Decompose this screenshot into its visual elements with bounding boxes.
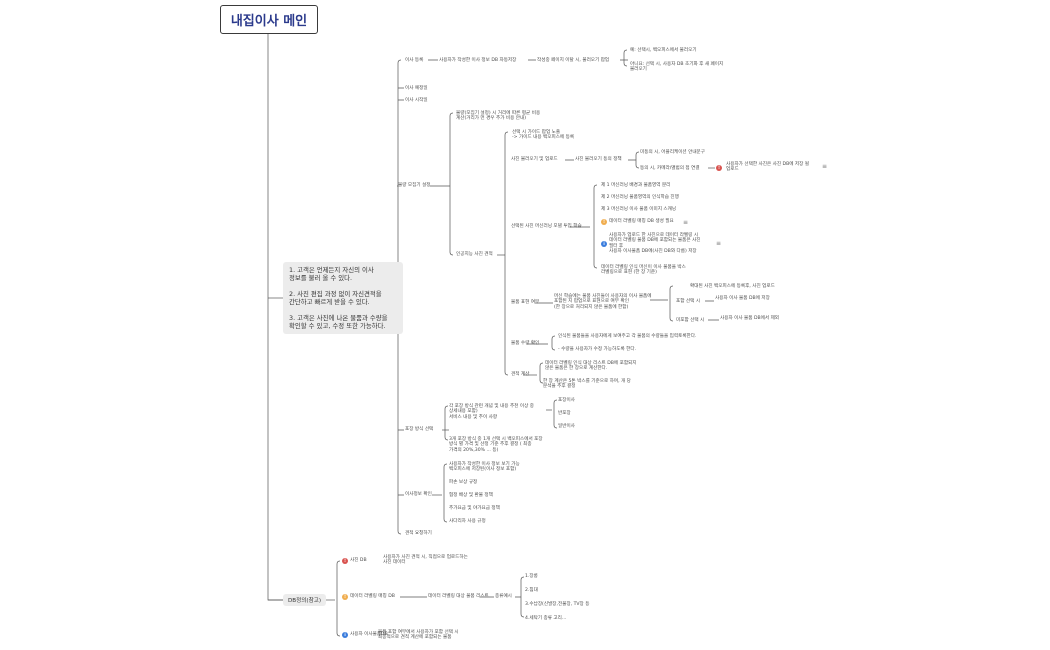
- node-p6b[interactable]: 한 장 계산은 5톤 박스를 기준으로 하며, 개 당 분석을 추후 결정: [543, 379, 631, 390]
- connector: [336, 560, 341, 637]
- red-status-icon: !: [716, 165, 722, 171]
- node-p5a[interactable]: 인식된 물품들을 사용자에게 보여주고 각 물품의 수량들을 입력토록한다.: [558, 334, 697, 339]
- node-p3[interactable]: 선택된 사진 머신러닝 모델 투입 학습: [511, 224, 582, 229]
- connector: [539, 362, 544, 384]
- node-p3b[interactable]: 제 2 머신러닝 물품영역의 인식학습 진행: [601, 195, 679, 200]
- node-m2[interactable]: 이사 예정일: [405, 86, 428, 91]
- node-m3[interactable]: 이사 시작일: [405, 98, 428, 103]
- node-m5e[interactable]: 3개 포장 방식 중 1개 선택 시 백오피스에서 포장 방식 별 가격 및 산…: [449, 437, 543, 453]
- note-icon[interactable]: ≡: [683, 219, 689, 226]
- node-p4e[interactable]: 미포함 선택 시: [676, 318, 705, 323]
- node-m1[interactable]: 이사 등록: [405, 58, 424, 63]
- connector: [520, 576, 525, 618]
- note-icon[interactable]: ≡: [716, 240, 722, 247]
- node-m6[interactable]: 이사정보 확인: [405, 492, 432, 497]
- node-m5c[interactable]: 반포장: [558, 411, 571, 416]
- node-m6c[interactable]: 협정 배상 및 환불 정책: [449, 493, 493, 498]
- node-p4a[interactable]: 머신 학습에는 물품 사진들이 사용자의 이사 물품에 포함된 지 팝업으로 표…: [554, 294, 652, 310]
- db-item-description: 사용자가 사진 견적 시, 직접으로 업로드하는 사진 데이터: [383, 555, 468, 566]
- db-item-label[interactable]: 사진 DB: [350, 558, 367, 563]
- db-example-hub[interactable]: 종류예시: [495, 594, 512, 599]
- db-item-label[interactable]: 사용자 이사물품DB: [350, 632, 388, 637]
- db-definition-label: DB정의(참고): [288, 598, 322, 604]
- node-p6[interactable]: 견적 계산: [511, 372, 530, 377]
- node-m1d[interactable]: 아니요: 선택 시, 사용자 DB 초기화 후 새 페이지 불러오기: [630, 62, 724, 73]
- yellow-status-icon: !: [601, 219, 607, 225]
- node-p2a[interactable]: 사진 불러오기 동의 정책: [575, 157, 622, 162]
- connector: [705, 300, 719, 321]
- node-m5[interactable]: 포장 방식 선택: [405, 427, 434, 432]
- node-p1[interactable]: 선택 시 가이드 팝업 노출 -> 가이드 내용 백오피스에 등록: [512, 130, 575, 141]
- node-m6a[interactable]: 사용자가 작성한 이사 정보 보기 가능 백오피스에 저장된(이사 정보 포함): [449, 462, 520, 473]
- node-p5b[interactable]: - 수량을 사용자가 수정 가능하도록 한다.: [558, 347, 637, 352]
- connector: [444, 405, 449, 441]
- node-m4b[interactable]: 인공지능 사진 견적: [456, 252, 493, 257]
- node-p2b[interactable]: 미동의 시, 어플리케이션 안내문구: [640, 150, 706, 155]
- db-red-icon: !: [342, 558, 348, 564]
- summary-box: 1. 고객은 언제든지 자신의 이사 정보를 불러 올 수 있다. 2. 사진 …: [283, 262, 403, 334]
- node-p4b[interactable]: 확대된 사진 백오피스에 등록후, 사진 업로드: [690, 284, 775, 289]
- connector: [635, 151, 640, 169]
- node-p4d[interactable]: 사용자 이사 물품 DB에 저장: [715, 296, 770, 301]
- connector: [397, 87, 404, 496]
- node-m4[interactable]: 물량 모집기 설정: [398, 183, 431, 188]
- node-m4a[interactable]: 물량(모집기 설정) 시 거리에 따른 평균 비용 계산(거리가 먼 경우 추가…: [456, 111, 541, 122]
- root-node[interactable]: 내집이사 메인: [220, 5, 318, 34]
- node-m7[interactable]: 견적 요청하기: [405, 531, 432, 536]
- node-m6b[interactable]: 파손 보상 규정: [449, 480, 478, 485]
- node-p5[interactable]: 물품 수량 확인: [511, 341, 540, 346]
- connector: [553, 399, 558, 429]
- node-p3f[interactable]: 데이터 라벨링 인식 머신이 이사 물품을 박스 라벨링으로 표현 (한 장 기…: [601, 265, 686, 276]
- node-m1b[interactable]: 작성중 페이지 이탈 시, 불러오기 팝업: [537, 58, 610, 63]
- node-p2[interactable]: 사진 불러오기 및 업로드: [511, 157, 558, 162]
- db-yel-icon: !: [342, 594, 348, 600]
- node-p4c[interactable]: 포함 선택 시: [676, 299, 701, 304]
- db-item-description: 데이터 라벨링 대상 물품 리스트: [428, 594, 489, 599]
- node-p2d[interactable]: 사용자가 선택한 사진은 사진 DB에 저장 될 업로드: [726, 162, 810, 173]
- db-example-item[interactable]: 1.장롱: [525, 574, 538, 579]
- node-m1c[interactable]: 예: 선택시, 백오피스에서 불러오기: [630, 48, 697, 53]
- node-p3d[interactable]: 데이터 라벨링 매칭 DB 생성 필요: [609, 219, 674, 224]
- node-m1a[interactable]: 사용자가 작성한 이사 정보 DB 자동저장: [439, 58, 517, 63]
- node-p3c[interactable]: 제 3 머신러닝 이사 물품 이미지 스캐닝: [601, 207, 677, 212]
- node-m5b[interactable]: 포장이사: [558, 398, 575, 403]
- node-m6d[interactable]: 추가요금 및 야가요금 정책: [449, 506, 500, 511]
- connector: [504, 131, 509, 376]
- note-icon[interactable]: ≡: [822, 163, 828, 170]
- connector: [623, 49, 628, 67]
- node-p2c[interactable]: 동의 시, 카메라/앨범의 접 연결: [640, 166, 700, 171]
- root-title: 내집이사 메인: [230, 14, 308, 29]
- db-example-item[interactable]: 2.침대: [525, 588, 538, 593]
- connector: [593, 184, 598, 269]
- summary-text: 1. 고객은 언제든지 자신의 이사 정보를 불러 올 수 있다. 2. 사진 …: [289, 266, 388, 330]
- db-item-label[interactable]: 데이터 라벨링 매칭 DB: [350, 594, 395, 599]
- node-p6a[interactable]: 데이터 라벨링 인식 대상 리스트 DB에 포함되지 않은 물품은 한 장으로 …: [545, 361, 637, 372]
- node-p3a[interactable]: 제 1 머신러닝 배경과 물품영역 분리: [601, 183, 671, 188]
- node-m5a[interactable]: 각 포장 방식 관련 개념 및 내용 추천 이상 중 상세내용 포함) 서비스 …: [449, 404, 534, 420]
- db-example-item[interactable]: 3.수납장(신발장,전물장, TV장 등: [525, 602, 590, 607]
- connector: [669, 285, 674, 322]
- node-m5d[interactable]: 일반이사: [558, 424, 575, 429]
- connector: [449, 112, 454, 256]
- db-blu-icon: i: [342, 632, 348, 638]
- db-definition-node[interactable]: DB정의(참고): [283, 594, 327, 606]
- node-p4[interactable]: 물품 표현 여부: [511, 300, 540, 305]
- connector: [443, 463, 448, 523]
- node-p3e[interactable]: 사용자가 업로드 한 사진으로 데이터 라벨링 시 데이터 라벨링 물품 DB에…: [609, 233, 701, 255]
- connector: [551, 335, 556, 351]
- db-example-item[interactable]: 4.세탁기 종류 고리...: [525, 616, 567, 621]
- connector: [267, 32, 283, 601]
- blue-status-icon: i: [601, 241, 607, 247]
- db-item-description: 물품 포함 여부에서 사용자가 포함 선택 시 최종적으로 견적 계산에 포함되…: [378, 630, 459, 641]
- connector: [397, 59, 402, 535]
- node-p4f[interactable]: 사용자 이사 물품 DB에서 제외: [720, 316, 780, 321]
- node-m6e[interactable]: 사다리차 사용 규정: [449, 519, 486, 524]
